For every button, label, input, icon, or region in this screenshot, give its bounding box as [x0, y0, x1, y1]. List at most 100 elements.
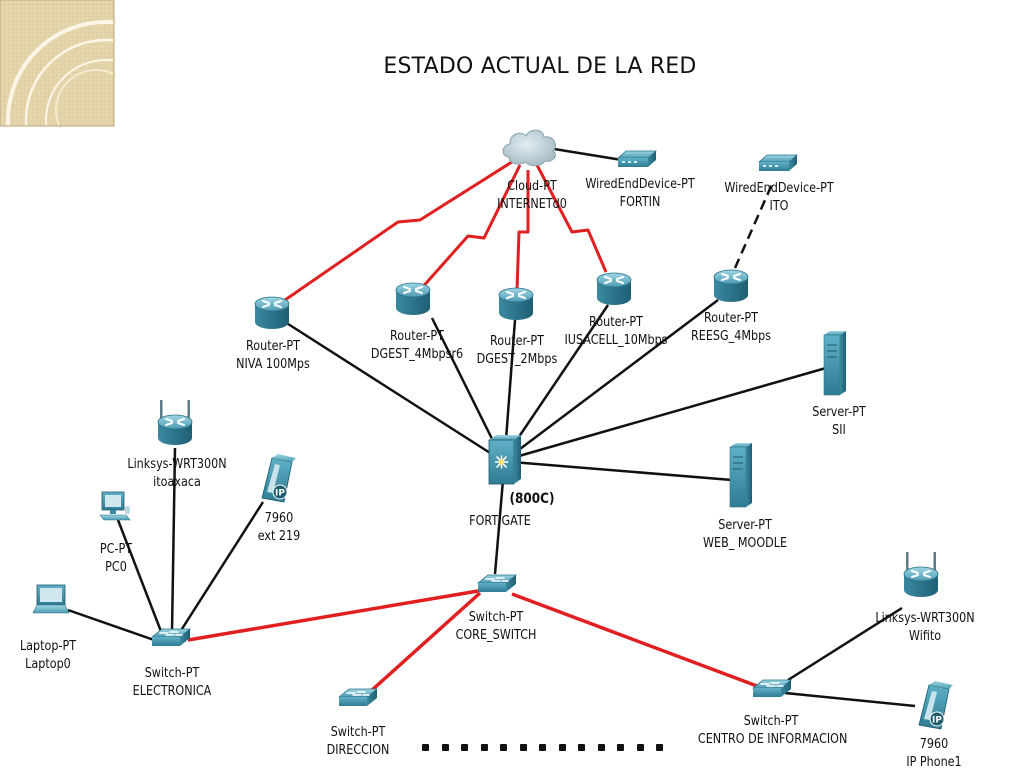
- wired-device-icon[interactable]: [617, 150, 657, 168]
- link-fortigate-router-reesg: [511, 299, 719, 456]
- switch-icon[interactable]: [752, 679, 792, 698]
- router-dgest4-type: Router-PT: [390, 329, 444, 344]
- laptop0-type: Laptop-PT: [19, 639, 77, 654]
- cloud-type: Cloud-PT: [507, 179, 557, 194]
- link-cloud-router-niva: [284, 158, 516, 302]
- server-web-name: WEB_ MOODLE: [702, 536, 788, 551]
- switch-core-type: Switch-PT: [468, 610, 524, 625]
- wireless-router-icon[interactable]: [157, 399, 193, 446]
- link-cloud-wired-fortin: [547, 146, 623, 162]
- router-reesg-name: REESG_4Mbps: [690, 329, 772, 344]
- switch-core-label: Switch-PT CORE_SWITCH: [453, 609, 539, 645]
- link-fortigate-router-dgest4: [430, 317, 502, 456]
- firewall-icon[interactable]: [488, 434, 522, 485]
- ip-phone-icon[interactable]: [918, 680, 954, 730]
- switch-centro-type: Switch-PT: [743, 714, 799, 729]
- router-dgest2-type: Router-PT: [490, 334, 544, 349]
- switch-centro-label: Switch-PT CENTRO DE INFORMACION: [697, 713, 848, 749]
- switch-core-name: CORE_SWITCH: [455, 628, 537, 643]
- wired-fortin-type: WiredEndDevice-PT: [585, 177, 695, 192]
- link-cloud-router-dgest2: [515, 170, 530, 291]
- serial-links: [284, 158, 608, 302]
- wired-ito-name: ITO: [769, 199, 789, 214]
- link-fortigate-router-dgest2: [503, 319, 517, 454]
- link-centro-linksys-wifito: [787, 606, 903, 682]
- linksys-ito-type: Linksys-WRT300N: [127, 457, 227, 472]
- router-icon[interactable]: [596, 272, 632, 306]
- switch-direccion-type: Switch-PT: [330, 725, 386, 740]
- server-icon[interactable]: [823, 330, 847, 396]
- link-fortigate-server-sii: [511, 366, 827, 460]
- switch-electronica-type: Switch-PT: [144, 666, 200, 681]
- switch-icon[interactable]: [338, 688, 378, 707]
- phone-219-label: 7960 ext 219: [249, 510, 309, 546]
- link-laptop-switch-electronica: [67, 608, 155, 642]
- link-cloud-router-dgest4: [418, 164, 522, 291]
- wireless-router-icon[interactable]: [903, 551, 939, 598]
- link-phone-switch-electronica: [178, 501, 265, 633]
- link-pc-switch-electronica: [116, 519, 164, 635]
- page-title: ESTADO ACTUAL DE LA RED: [383, 54, 697, 79]
- wired-ito-type: WiredEndDevice-PT: [724, 181, 834, 196]
- pc0-name: PC0: [105, 560, 127, 575]
- ip-phone-icon[interactable]: [261, 453, 297, 503]
- switch-icon[interactable]: [151, 628, 191, 647]
- server-sii-label: Server-PT SII: [800, 404, 877, 440]
- wired-fortin-label: WiredEndDevice-PT FORTIN: [580, 176, 700, 212]
- switch-direccion-label: Switch-PT DIRECCION: [324, 724, 393, 760]
- router-dgest2-name: DGEST_2Mbps: [476, 352, 558, 367]
- corner-ornament: [0, 0, 116, 128]
- switch-electronica-label: Switch-PT ELECTRONICA: [129, 665, 215, 701]
- switch-uplinks: [187, 589, 758, 692]
- fortigate-name: FORTIGATE: [469, 514, 531, 529]
- ethernet-links: [67, 146, 916, 708]
- link-linksys-switch-electronica: [170, 447, 177, 633]
- wired-device-icon[interactable]: [758, 154, 798, 172]
- router-icon[interactable]: [254, 296, 290, 330]
- link-fortigate-router-iusacell: [506, 304, 610, 454]
- router-niva-name: NIVA 100Mps: [236, 357, 310, 372]
- router-dgest2-label: Router-PT DGEST_2Mbps: [471, 333, 562, 369]
- router-icon[interactable]: [498, 287, 534, 321]
- server-icon[interactable]: [729, 442, 753, 508]
- link-centro-phone: [784, 691, 916, 708]
- dotted-separator: [422, 738, 676, 756]
- link-fortigate-server-web: [511, 460, 733, 482]
- link-fortigate-router-niva: [284, 320, 499, 460]
- laptop0-label: Laptop-PT Laptop0: [14, 638, 83, 674]
- linksys-ito-name: itoaxaca: [153, 475, 201, 490]
- router-icon[interactable]: [713, 269, 749, 303]
- linksys-wifito-type: Linksys-WRT300N: [875, 611, 975, 626]
- phone-219-model: 7960: [264, 511, 294, 526]
- switch-centro-name: CENTRO DE INFORMACION: [697, 732, 848, 747]
- wired-ito-label: WiredEndDevice-PT ITO: [719, 180, 839, 216]
- switch-icon[interactable]: [477, 574, 517, 593]
- router-iusacell-type: Router-PT: [589, 315, 643, 330]
- wired-fortin-name: FORTIN: [619, 195, 661, 210]
- server-sii-type: Server-PT: [812, 405, 866, 420]
- link-fortigate-switch-core: [493, 479, 505, 575]
- laptop-icon[interactable]: [32, 584, 70, 614]
- router-iusacell-name: IUSACELL_10Mbps: [564, 333, 668, 348]
- router-niva-label: Router-PT NIVA 100Mps: [226, 338, 321, 374]
- cloud-icon[interactable]: [502, 129, 556, 167]
- pc0-type: PC-PT: [99, 542, 133, 557]
- server-sii-name: SII: [832, 423, 846, 438]
- phone-ip1-model: 7960: [919, 737, 949, 752]
- pc-icon[interactable]: [99, 491, 131, 521]
- router-dgest4-name: DGEST_4Mbpsr6: [370, 347, 464, 362]
- link-core-direccion: [370, 591, 482, 692]
- phone-ip1-label: 7960 IP Phone1: [901, 736, 966, 772]
- link-core-electronica: [187, 589, 479, 642]
- phone-ip1-name: IP Phone1: [906, 755, 962, 770]
- linksys-wifito-name: Wifito: [908, 629, 942, 644]
- switch-electronica-name: ELECTRONICA: [132, 684, 212, 699]
- router-dgest4-label: Router-PT DGEST_4Mbpsr6: [365, 328, 468, 364]
- router-niva-type: Router-PT: [246, 339, 300, 354]
- linksys-wifito-label: Linksys-WRT300N Wifito: [871, 610, 979, 646]
- cloud-label: Cloud-PT INTERNETd0: [489, 178, 575, 214]
- server-web-type: Server-PT: [718, 518, 772, 533]
- router-icon[interactable]: [395, 282, 431, 316]
- link-core-centro: [511, 592, 758, 688]
